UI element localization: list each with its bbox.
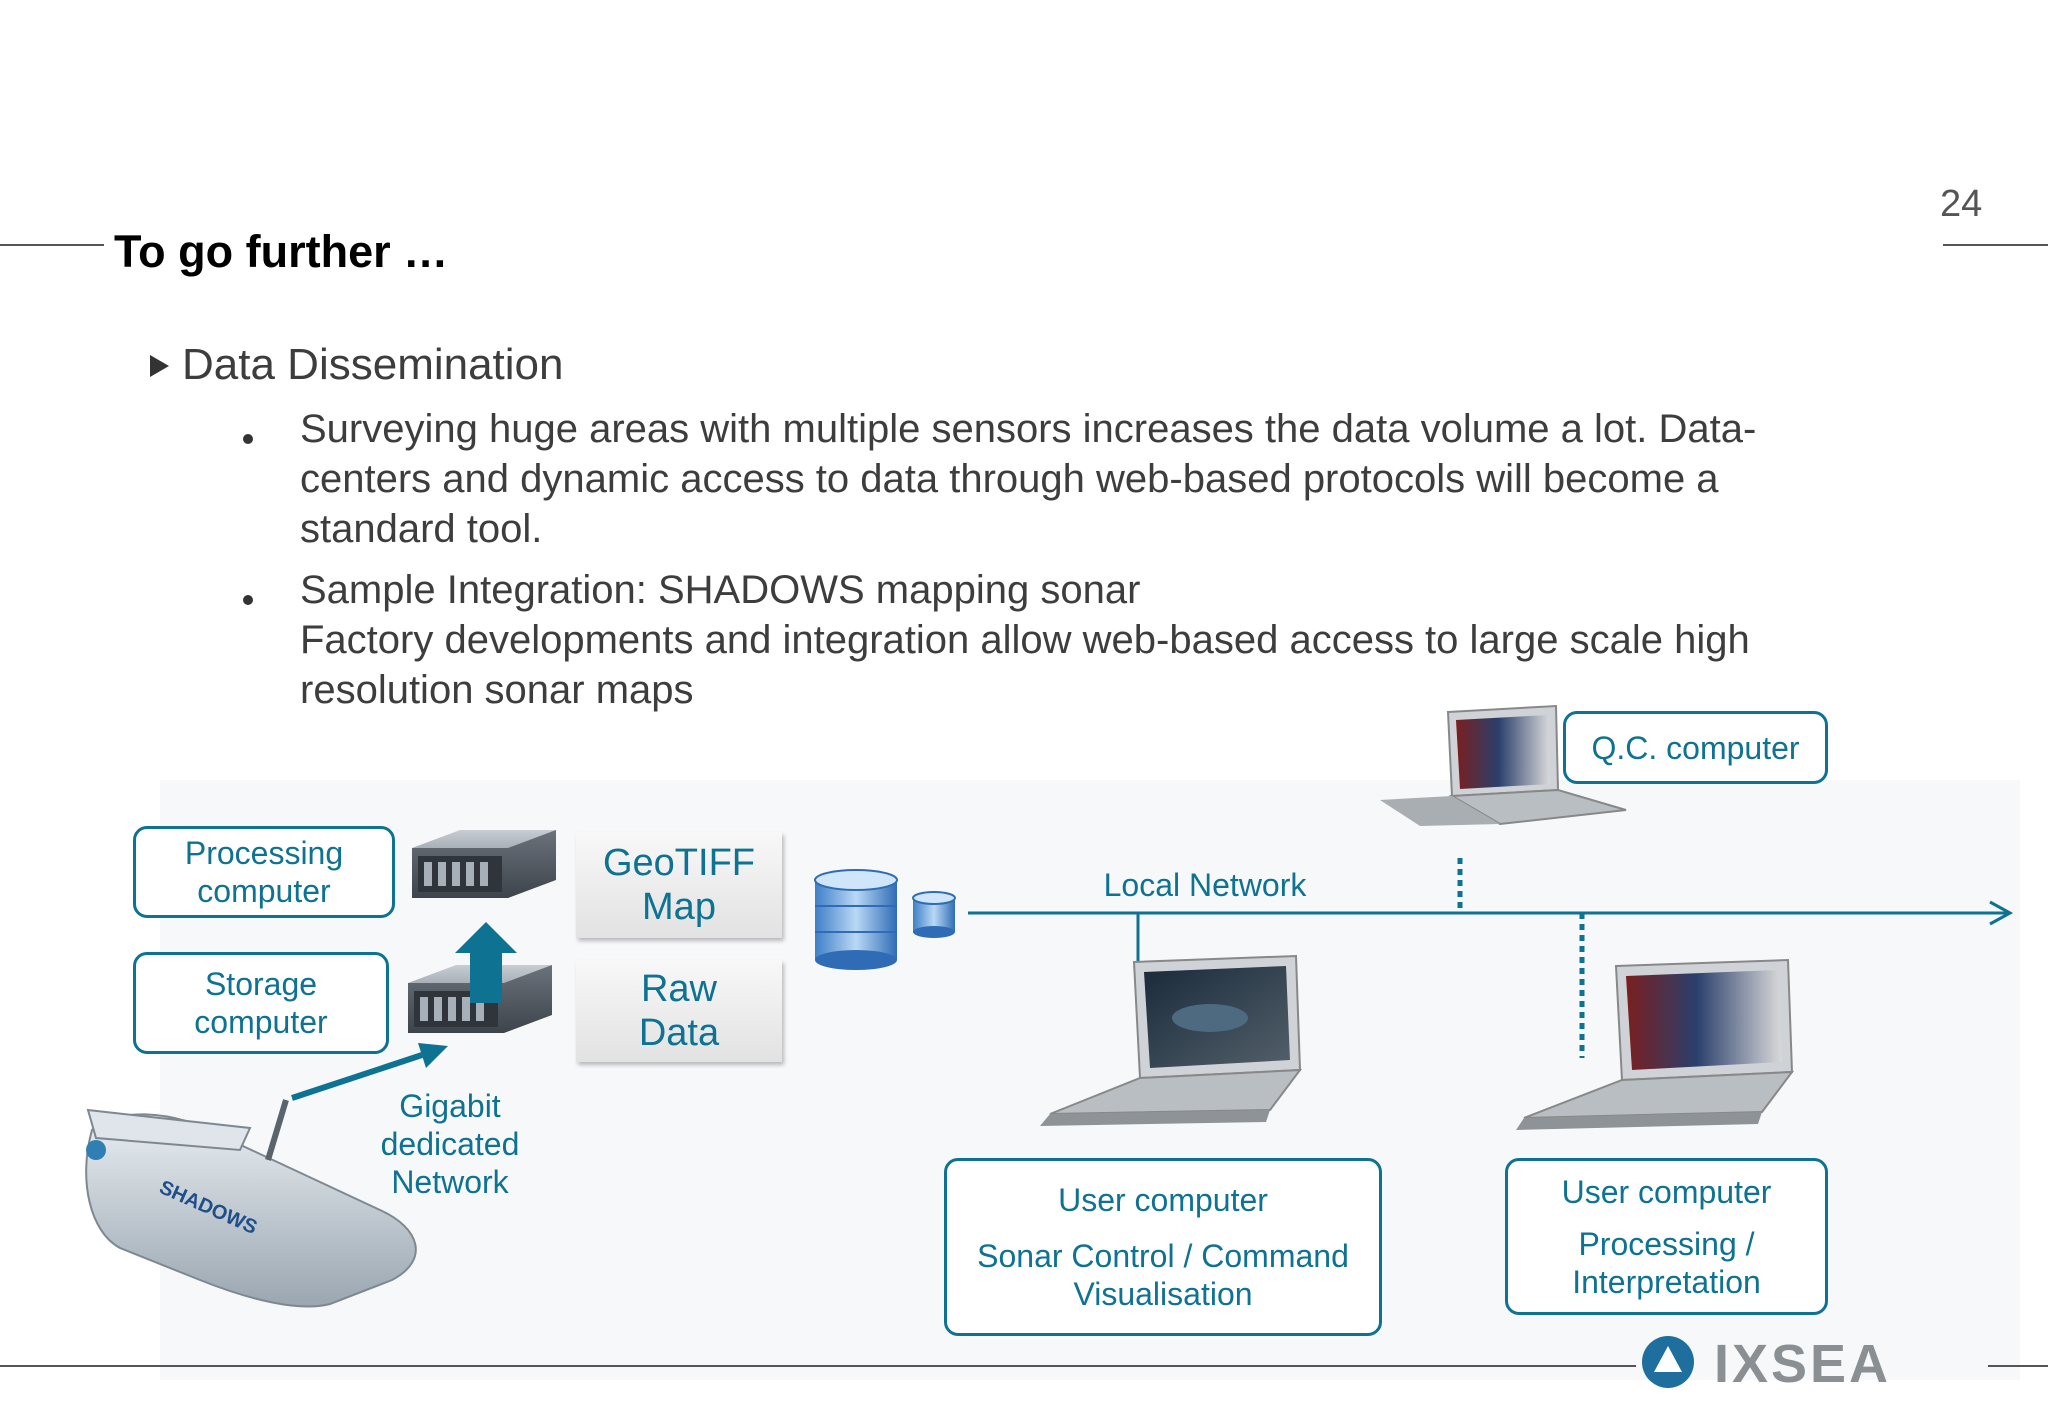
processing-computer-box: Processing computer [133,826,395,918]
up-arrow-icon [455,922,517,1003]
footer-rule-left [0,1365,1636,1367]
user-computer-1-box: User computer Sonar Control / Command Vi… [944,1158,1382,1336]
user-computer-1-line-2: Visualisation [1073,1276,1253,1312]
bullet-dot-icon [243,434,253,444]
section-heading: Data Dissemination [182,340,564,389]
user-computer-1-line-1: Sonar Control / Command [977,1238,1349,1274]
local-network-label: Local Network [1103,867,1307,903]
triangle-bullet-icon [150,355,169,377]
network-arrow-icon [1989,900,2014,926]
bullet-1-line-2: centers and dynamic access to data throu… [300,457,1719,501]
title-rule-left [0,244,104,246]
gigabit-link [291,1052,423,1101]
user-computer-2-line-2: Interpretation [1572,1263,1761,1300]
bullet-2-line-1: Sample Integration: SHADOWS mapping sona… [300,568,1141,612]
database-icon [814,869,956,970]
footer-rule-right [1988,1365,2048,1367]
user-computer-1-title: User computer [1058,1182,1268,1218]
qc-computer-label: Q.C. computer [1591,729,1800,766]
user-computer-2-title: User computer [1561,1173,1772,1210]
bullet-paragraph-1: Surveying huge areas with multiple senso… [300,404,1860,554]
bullet-dot-icon [243,595,253,605]
qc-computer-box: Q.C. computer [1563,711,1828,784]
storage-computer-label-2: computer [194,1004,328,1040]
logo-text: IXSEA [1714,1334,1891,1394]
storage-computer-box: Storage computer [133,952,389,1054]
raw-data-label-1: Raw [640,968,718,1010]
user-computer-2-line-1: Processing / [1578,1225,1755,1262]
bullet-2-line-2: Factory developments and integration all… [300,618,1750,662]
bullet-paragraph-2: Sample Integration: SHADOWS mapping sona… [300,565,1860,715]
page-number: 24 [1940,183,1983,225]
gigabit-label-1: Gigabit [399,1088,501,1124]
geotiff-label-1: GeoTIFF [602,842,756,884]
gigabit-label-3: Network [391,1164,509,1200]
gigabit-arrow-icon [418,1043,448,1068]
user-laptop-2-icon [1516,958,1795,1130]
geotiff-map-document: GeoTIFF Map [576,832,782,938]
shadows-sonar-icon: SHADOWS [85,1099,417,1308]
raw-data-document: Raw Data [576,960,782,1062]
raw-data-label-2: Data [638,1012,720,1054]
bullet-1-line-3: standard tool. [300,507,543,551]
gigabit-network-label: Gigabit dedicated Network [360,1087,540,1201]
geotiff-label-2: Map [642,886,716,928]
processing-computer-label-2: computer [197,873,331,909]
processing-computer-label-1: Processing [184,835,344,871]
bullet-1-line-1: Surveying huge areas with multiple senso… [300,407,1757,451]
user-laptop-1-icon [1040,954,1303,1126]
title-rule-right [1943,244,2048,246]
slide-title: To go further … [114,226,449,277]
gigabit-label-2: dedicated [380,1126,520,1162]
bullet-2-line-3: resolution sonar maps [300,668,694,712]
qc-laptop-icon [1380,704,1627,826]
storage-computer-label-1: Storage [204,966,318,1002]
ixsea-logo: IXSEA [1642,1334,1891,1394]
processing-server-icon [412,830,556,898]
user-computer-2-box: User computer Processing / Interpretatio… [1505,1158,1828,1315]
